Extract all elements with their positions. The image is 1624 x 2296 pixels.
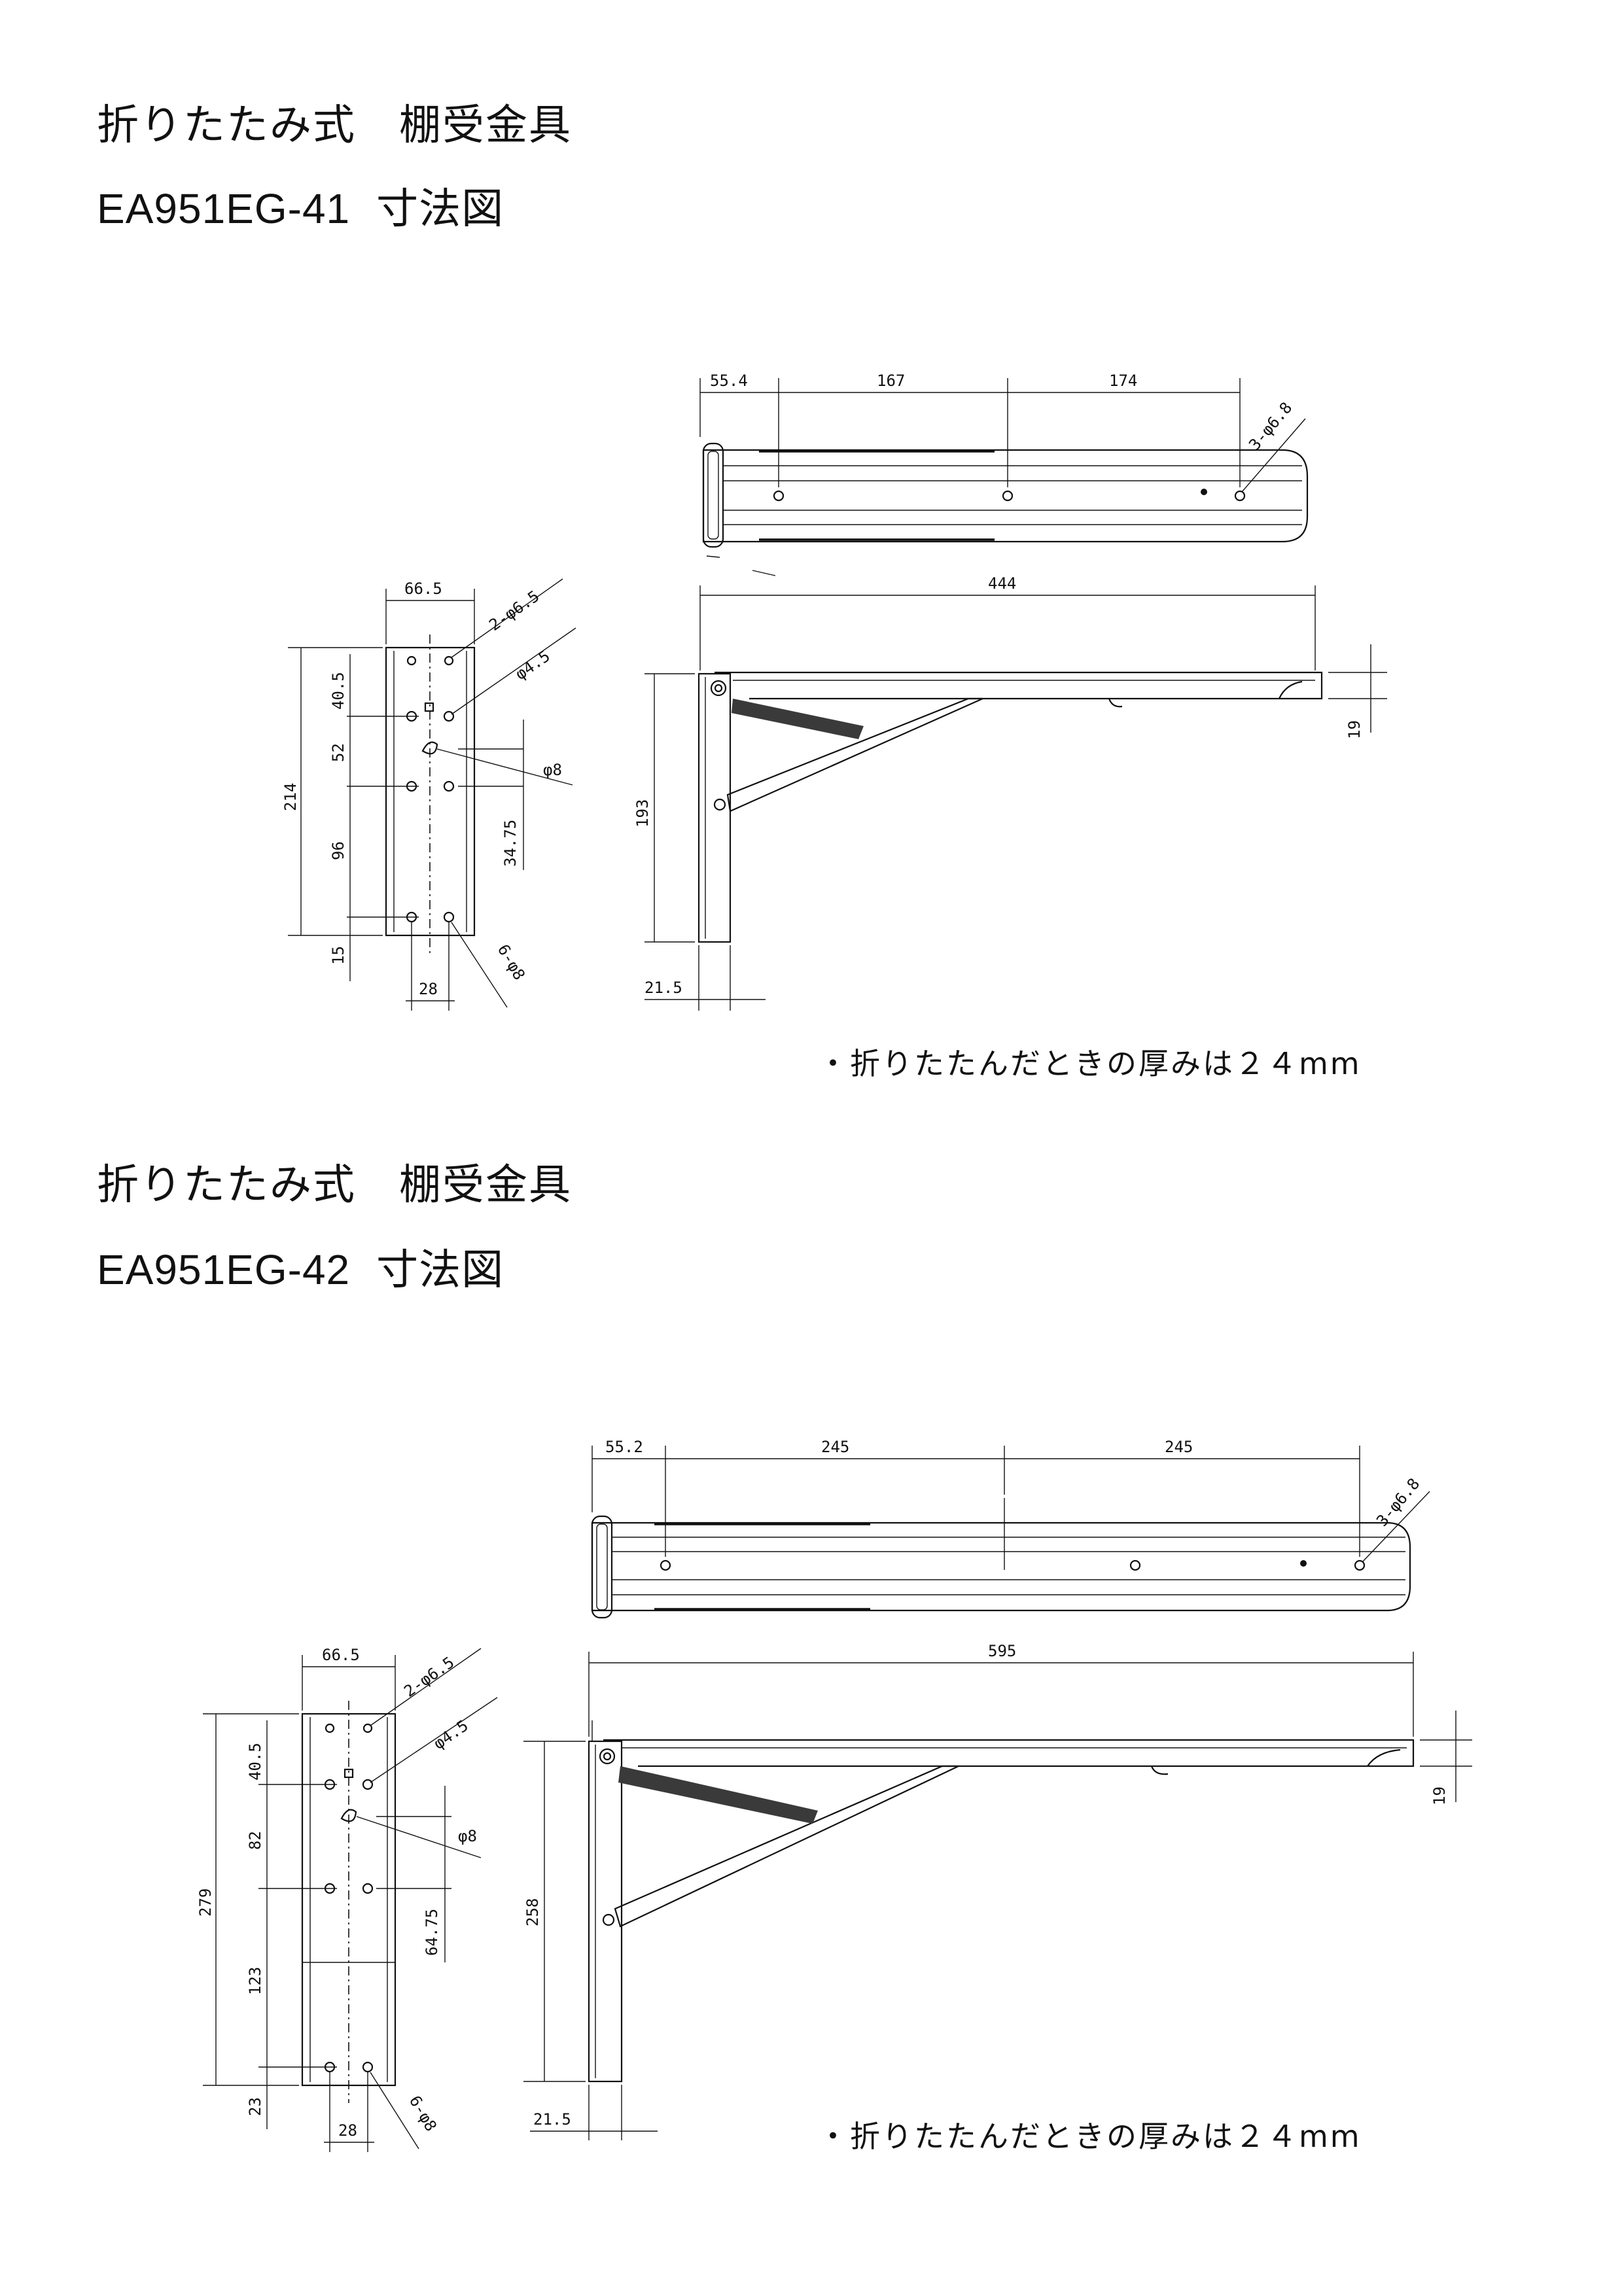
dim-42-hole-spacing: 28 <box>338 2121 357 2140</box>
dim-42-top-pitch-1: 55.2 <box>605 1438 643 1456</box>
section-1-note: ・折りたたんだときの厚みは２４mm <box>818 1046 1362 1081</box>
dim-42-pitch-d: 23 <box>246 2097 264 2116</box>
dim-42-hole-small: φ4.5 <box>430 1716 471 1753</box>
dim-41-offset: 34.75 <box>501 820 520 867</box>
dim-41-height: 193 <box>633 799 652 827</box>
section-2-model-number: EA951EG-42 <box>97 1246 351 1293</box>
dim-41-top-pitch-3: 174 <box>1109 372 1137 390</box>
dim-42-base-offset: 21.5 <box>533 2110 571 2129</box>
dim-41-top-pitch-1: 55.4 <box>710 372 748 390</box>
dim-42-hole-8: φ8 <box>458 1827 477 1845</box>
dim-41-arm-thickness: 19 <box>1345 720 1364 739</box>
dim-42-top-pitch-3: 245 <box>1165 1438 1193 1456</box>
bracket-42-drawing: 55.2 245 245 3-φ6.8 595 19 258 2 <box>196 1438 1472 2152</box>
dim-41-plate-holes: 2-φ6.5 <box>485 587 542 635</box>
dim-41-plate-height: 214 <box>281 783 300 811</box>
dim-42-top-pitch-2: 245 <box>821 1438 849 1456</box>
dim-41-plate-width: 66.5 <box>404 580 442 598</box>
dim-42-plate-height: 279 <box>196 1888 215 1917</box>
dim-41-top-pitch-2: 167 <box>877 372 905 390</box>
bracket-42-side-view: 595 19 258 21.5 <box>523 1642 1472 2140</box>
dim-41-hole-8: φ8 <box>543 761 562 779</box>
dim-42-plate-holes: 2-φ6.5 <box>400 1653 457 1701</box>
dim-42-pitch-a: 40.5 <box>246 1743 264 1781</box>
dim-42-pitch-b: 82 <box>246 1831 264 1850</box>
dim-41-arm-length: 444 <box>988 574 1016 593</box>
dim-42-bottom-holes: 6-φ8 <box>406 2093 440 2134</box>
dim-41-pitch-b: 52 <box>329 743 347 762</box>
dim-42-offset: 64.75 <box>423 1909 441 1956</box>
section-2-title: 折りたたみ式 棚受金具 <box>97 1161 572 1209</box>
dim-42-arm-length: 595 <box>988 1642 1016 1660</box>
section-2-subtitle: 寸法図 <box>376 1246 504 1293</box>
bracket-41-plate-view: 66.5 2-φ6.5 φ4.5 φ8 214 40.5 52 96 15 34… <box>281 578 576 1011</box>
section-1-model-number: EA951EG-41 <box>97 185 351 232</box>
dim-41-pitch-a: 40.5 <box>329 672 347 710</box>
bracket-41-side-view: 444 19 193 21.5 <box>633 574 1387 1011</box>
bracket-42-top-view: 55.2 245 245 3-φ6.8 <box>591 1438 1430 1619</box>
dim-42-top-holes: 3-φ6.8 <box>1373 1474 1423 1529</box>
dim-41-base-offset: 21.5 <box>644 979 682 997</box>
dim-41-hole-spacing: 28 <box>419 980 438 998</box>
dim-41-hole-small: φ4.5 <box>512 647 553 684</box>
dim-42-height: 258 <box>523 1898 542 1926</box>
dim-41-pitch-c: 96 <box>329 841 347 860</box>
section-1-model: EA951EG-41 寸法図 <box>97 175 504 235</box>
bracket-42-plate-view: 66.5 2-φ6.5 φ4.5 φ8 279 40.5 82 123 23 6… <box>196 1646 498 2152</box>
dim-42-pitch-c: 123 <box>246 1967 264 1995</box>
dim-42-plate-width: 66.5 <box>322 1646 360 1664</box>
bracket-41-top-view: 55.4 167 174 3-φ6.8 <box>699 372 1309 576</box>
dim-41-pitch-d: 15 <box>329 946 347 965</box>
bracket-41-drawing: 55.4 167 174 3-φ6.8 444 19 193 <box>281 372 1387 1011</box>
section-1-subtitle: 寸法図 <box>376 185 504 232</box>
section-2-model: EA951EG-42 寸法図 <box>97 1236 504 1296</box>
dim-41-top-holes: 3-φ6.8 <box>1245 398 1296 453</box>
dim-42-arm-thickness: 19 <box>1430 1786 1449 1805</box>
section-1-title: 折りたたみ式 棚受金具 <box>97 101 572 150</box>
dim-41-bottom-holes: 6-φ8 <box>494 941 529 983</box>
section-2-note: ・折りたたんだときの厚みは２４mm <box>818 2119 1362 2154</box>
